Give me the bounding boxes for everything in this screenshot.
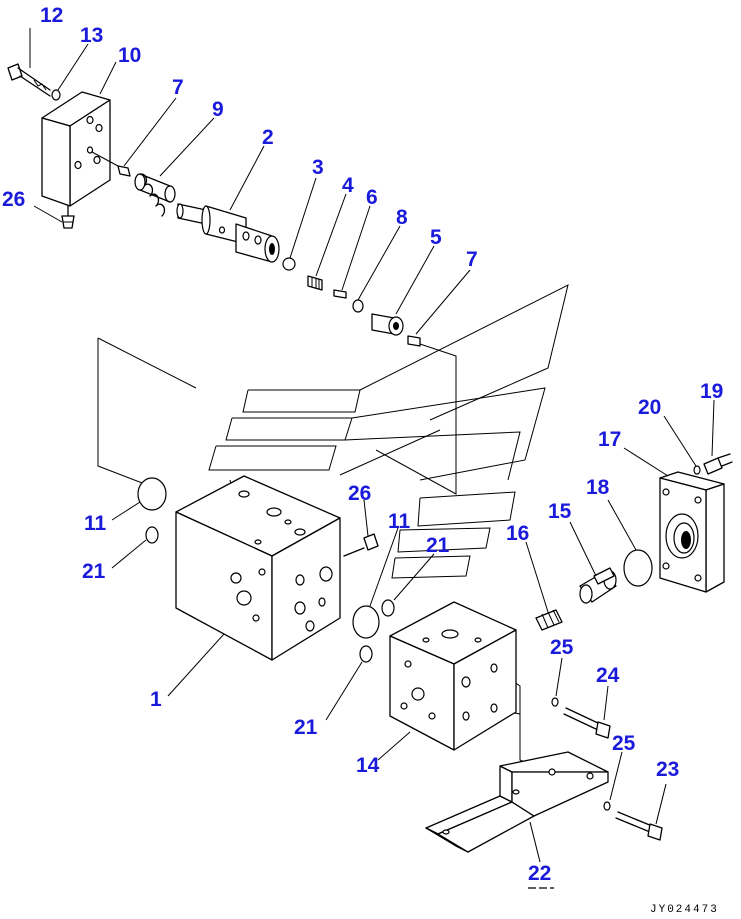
part-label-21: 21 [426, 534, 450, 557]
part-17-flange-cover [659, 471, 725, 593]
part-label-24: 24 [596, 664, 620, 687]
part-label-23: 23 [656, 758, 679, 781]
part-label-5: 5 [430, 226, 442, 249]
part-label-25: 25 [550, 636, 574, 659]
part-12-bolt [7, 63, 51, 97]
part-label-22: 22 [528, 862, 551, 885]
part-26-grease-fitting-a [61, 205, 75, 229]
part-8-o-ring [352, 299, 364, 313]
part-label-9: 9 [212, 98, 224, 121]
part-7-pin-b [407, 335, 421, 347]
part-label-12: 12 [40, 4, 63, 27]
part-label-6: 6 [366, 186, 378, 209]
part-1-valve-block [175, 475, 341, 661]
part-24-bolt [563, 707, 611, 739]
part-label-26: 26 [348, 482, 371, 505]
part-label-26: 26 [2, 188, 25, 211]
part-label-15: 15 [548, 500, 572, 523]
part-21-o-ring-a [145, 526, 159, 544]
part-15-sleeve [579, 567, 617, 604]
part-20-washer [693, 465, 701, 475]
part-11-o-ring-a [137, 477, 167, 511]
part-label-11: 11 [84, 512, 107, 535]
part-10-cover-block [41, 91, 111, 207]
part-label-21: 21 [82, 560, 106, 583]
part-label-18: 18 [586, 476, 610, 499]
part-label-3: 3 [312, 156, 324, 179]
part-4-small-spring [307, 275, 323, 291]
part-label-4: 4 [342, 174, 354, 197]
part-label-2: 2 [262, 126, 274, 149]
part-label-14: 14 [356, 754, 380, 777]
part-2-spool [176, 203, 280, 263]
part-3-ball [282, 257, 296, 271]
part-label-19: 19 [700, 380, 723, 403]
part-11-o-ring-b [352, 605, 380, 639]
part-16-spring [535, 609, 563, 631]
part-21-o-ring-c [359, 645, 373, 663]
part-5-plug [371, 313, 404, 336]
part-19-bolt [703, 453, 733, 475]
part-26-grease-fitting-b [343, 533, 379, 557]
part-label-21: 21 [294, 716, 318, 739]
assembly-guide-lines [97, 337, 561, 779]
part-label-13: 13 [80, 24, 103, 47]
part-25-washer-b [603, 801, 611, 811]
part-label-11: 11 [388, 510, 411, 533]
part-13-washer [51, 89, 61, 101]
drawing-code: JY024473 [650, 904, 719, 916]
part-18-o-ring [623, 549, 653, 587]
part-label-20: 20 [638, 396, 661, 419]
part-21-o-ring-b [381, 599, 395, 617]
part-label-7: 7 [172, 76, 184, 99]
part-7-pin-a [91, 151, 131, 177]
part-22-bracket [425, 751, 609, 853]
part-labels: 12 13 10 7 9 2 26 3 4 6 8 5 7 19 20 17 1… [2, 4, 723, 889]
part-label-8: 8 [396, 206, 408, 229]
part-label-7: 7 [466, 248, 478, 271]
part-14-valve-block [389, 601, 517, 751]
part-9-spring [134, 173, 176, 217]
part-label-16: 16 [506, 522, 529, 545]
part-label-25: 25 [612, 732, 636, 755]
part-label-17: 17 [598, 428, 621, 451]
part-25-washer-a [551, 697, 559, 707]
leader-lines [29, 28, 715, 863]
part-label-10: 10 [118, 44, 141, 67]
part-label-1: 1 [150, 688, 162, 711]
part-6-pin [333, 289, 347, 299]
part-23-bolt [615, 811, 663, 841]
